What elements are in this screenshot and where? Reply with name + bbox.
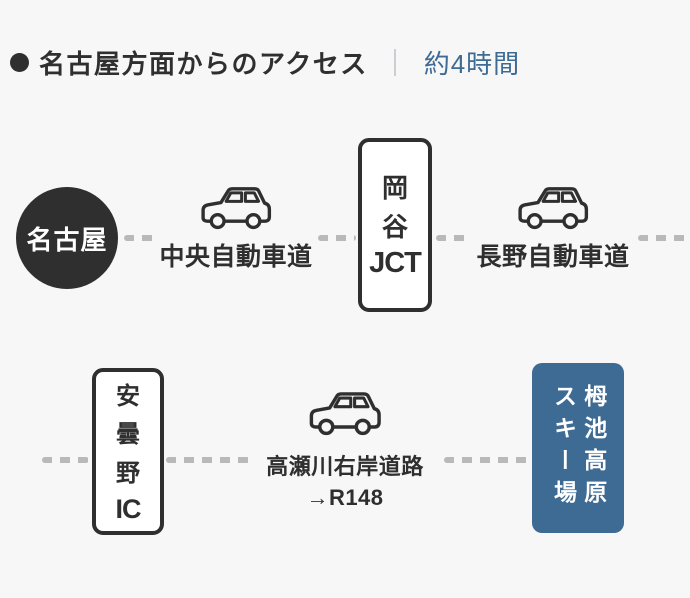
junction-box-okaya-jct: 岡 谷 JCT	[358, 138, 432, 312]
interchange-box-azumino-ic: 安 曇 野 IC	[92, 368, 164, 535]
section-header: 名古屋方面からのアクセス 約4時間	[10, 45, 520, 79]
interchange-line: 曇	[116, 421, 140, 449]
interchange-line: 安	[116, 382, 140, 410]
travel-duration: 約4時間	[423, 48, 521, 79]
interchange-line: 野	[116, 459, 140, 487]
route-dotted-line	[436, 235, 472, 241]
route-dotted-line	[166, 457, 250, 463]
junction-line: 谷	[381, 211, 408, 242]
bullet-icon	[10, 52, 29, 72]
car-icon	[518, 187, 589, 230]
route-leg-nagano: 長野自動車道	[472, 183, 634, 273]
junction-line: JCT	[369, 247, 422, 280]
destination-box-tsugaike: 栂池高原 スキー場	[532, 363, 624, 533]
road-label: 高瀬川右岸道路 →R148	[266, 452, 424, 514]
page-title: 名古屋方面からのアクセス	[39, 48, 368, 79]
title-divider	[393, 48, 396, 76]
road-label: 長野自動車道	[476, 243, 630, 271]
route-dotted-line	[638, 235, 690, 241]
route-leg-takasegawa: 高瀬川右岸道路 →R148	[250, 388, 440, 514]
car-icon	[201, 187, 272, 230]
junction-line: 岡	[381, 173, 408, 204]
route-dotted-line	[124, 235, 160, 241]
origin-label: 名古屋	[26, 224, 108, 255]
route-dotted-line	[42, 457, 89, 463]
road-label: 中央自動車道	[159, 243, 313, 271]
origin-node: 名古屋	[16, 187, 118, 289]
car-icon	[309, 392, 381, 436]
road-label-line1: 高瀬川右岸道路	[266, 454, 424, 479]
route-dotted-line	[444, 457, 533, 463]
interchange-line: IC	[115, 493, 142, 524]
destination-column: 栂池高原	[580, 384, 607, 512]
route-dotted-line	[318, 235, 356, 241]
road-label-line2: →R148	[306, 484, 384, 510]
destination-column: スキー場	[550, 384, 577, 512]
route-leg-chuo: 中央自動車道	[157, 183, 315, 273]
